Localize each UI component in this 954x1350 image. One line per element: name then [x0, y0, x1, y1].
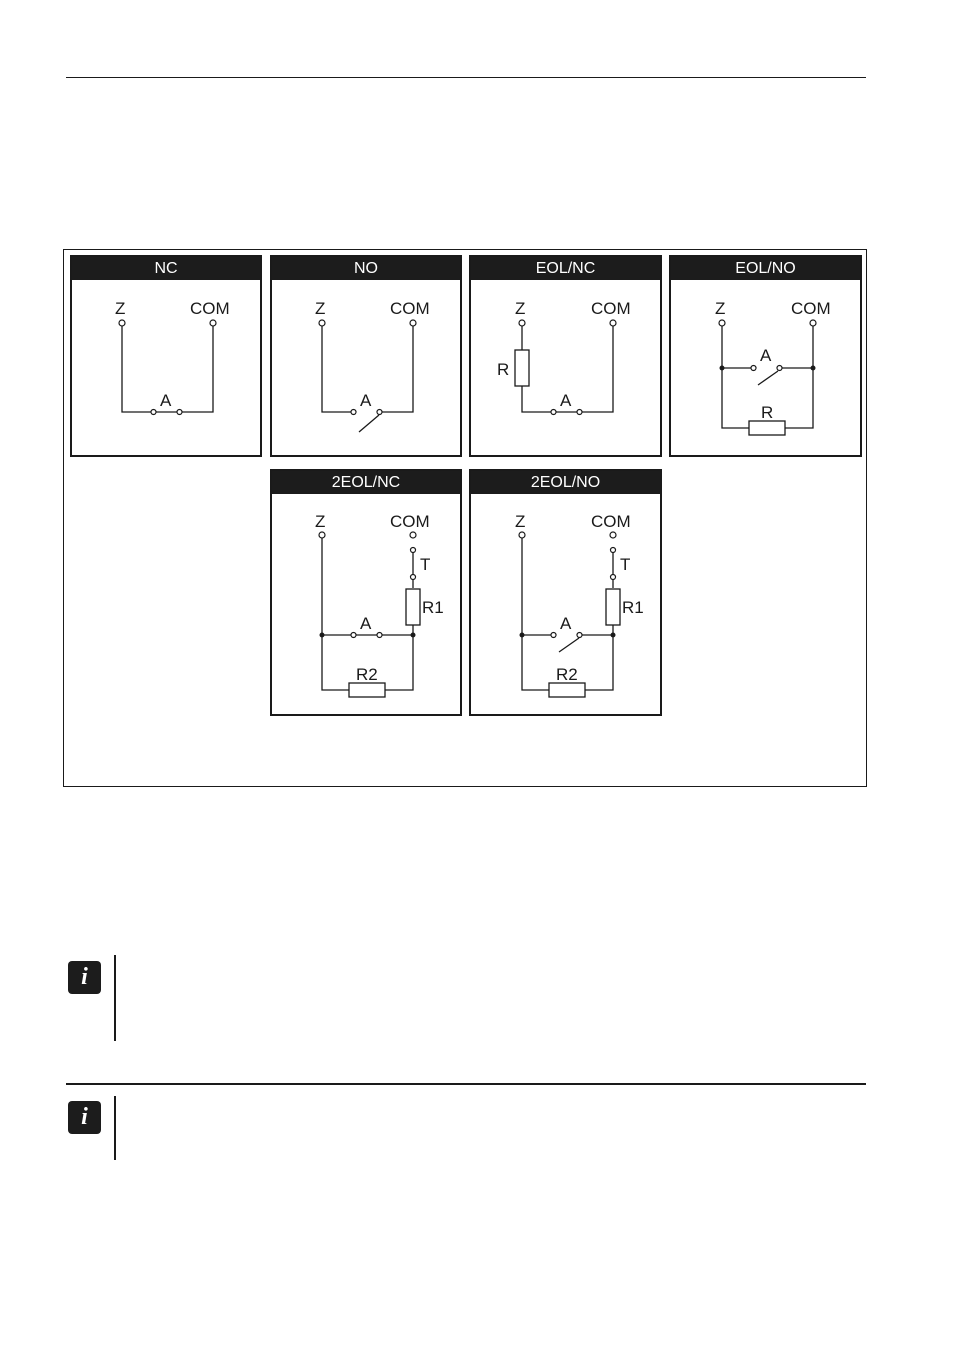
tamper-terminal: [409, 573, 417, 581]
header-rule: [66, 77, 866, 78]
com-label: COM: [791, 299, 831, 318]
com-label: COM: [591, 512, 631, 531]
contact-terminal: [576, 408, 583, 416]
terminal-z: [518, 319, 526, 327]
2eol-nc-circuit: Z COM T R1 A R2: [315, 512, 444, 698]
terminal-com: [409, 531, 417, 539]
2eol-no-circuit: Z COM T R1 A R2: [515, 512, 644, 698]
contact-terminal: [150, 408, 157, 416]
resistor-r: [514, 349, 530, 387]
com-label: COM: [190, 299, 230, 318]
contact-label: A: [560, 614, 572, 633]
contact-terminal: [776, 364, 783, 372]
tamper-label: T: [620, 555, 630, 574]
terminal-z: [718, 319, 726, 327]
junction-node: [410, 632, 416, 638]
terminal-z: [118, 319, 126, 327]
wire: [121, 326, 214, 413]
panel-eol-no: EOL/NO Z COM A R: [669, 255, 862, 457]
no-circuit: Z COM A: [315, 299, 430, 433]
junction-node: [610, 632, 616, 638]
z-label: Z: [515, 299, 525, 318]
tamper-terminal: [609, 546, 617, 554]
contact-terminal: [550, 631, 557, 639]
panel-no: NO Z COM A: [270, 255, 462, 457]
tamper-terminal: [609, 573, 617, 581]
panel-title: 2EOL/NC: [272, 471, 460, 494]
panel-title: NO: [272, 257, 460, 280]
z-label: Z: [115, 299, 125, 318]
wire: [521, 538, 614, 691]
terminal-z: [318, 531, 326, 539]
resistor-label: R1: [622, 598, 644, 617]
junction-node: [719, 365, 725, 371]
resistor-label: R: [761, 403, 773, 422]
panel-eol-nc: EOL/NC Z COM R A: [469, 255, 662, 457]
terminal-com: [209, 319, 217, 327]
resistor-label: R1: [422, 598, 444, 617]
tamper-terminal: [409, 546, 417, 554]
z-label: Z: [715, 299, 725, 318]
z-label: Z: [315, 512, 325, 531]
resistor-label: R2: [556, 665, 578, 684]
contact-terminal: [550, 408, 557, 416]
panel-nc: NC Z COM A: [70, 255, 262, 457]
panel-2eol-no: 2EOL/NO Z COM T R1 A R2: [469, 469, 662, 716]
panel-title: 2EOL/NO: [471, 471, 660, 494]
panel-2eol-nc: 2EOL/NC Z COM T R1 A R2: [270, 469, 462, 716]
contact-terminal: [376, 408, 383, 416]
wire: [321, 538, 414, 691]
terminal-com: [809, 319, 817, 327]
resistor-label: R2: [356, 665, 378, 684]
wire: [721, 326, 814, 429]
z-label: Z: [315, 299, 325, 318]
wire: [321, 326, 414, 433]
panel-title: NC: [72, 257, 260, 280]
com-label: COM: [591, 299, 631, 318]
tamper-label: T: [420, 555, 430, 574]
panel-title: EOL/NO: [671, 257, 860, 280]
contact-label: A: [360, 391, 372, 410]
com-label: COM: [390, 299, 430, 318]
contact-label: A: [360, 614, 372, 633]
terminal-com: [609, 319, 617, 327]
eol-nc-circuit: Z COM R A: [497, 299, 631, 416]
resistor-label: R: [497, 360, 509, 379]
eol-no-circuit: Z COM A R: [715, 299, 831, 436]
z-label: Z: [515, 512, 525, 531]
note-separator-rule: [66, 1083, 866, 1085]
junction-node: [519, 632, 525, 638]
contact-terminal: [576, 631, 583, 639]
terminal-z: [518, 531, 526, 539]
contact-terminal: [176, 408, 183, 416]
note-bar: [114, 955, 116, 1041]
resistor-r1: [605, 588, 621, 626]
junction-node: [810, 365, 816, 371]
wire: [521, 326, 614, 413]
resistor-r: [748, 420, 786, 436]
panel-title: EOL/NC: [471, 257, 660, 280]
info-icon: i: [68, 961, 101, 994]
contact-terminal: [350, 631, 357, 639]
nc-circuit: Z COM A: [115, 299, 230, 416]
com-label: COM: [390, 512, 430, 531]
contact-terminal: [750, 364, 757, 372]
terminal-com: [409, 319, 417, 327]
resistor-r2: [348, 682, 386, 698]
terminal-com: [609, 531, 617, 539]
terminal-z: [318, 319, 326, 327]
info-icon: i: [68, 1101, 101, 1134]
resistor-r2: [548, 682, 586, 698]
contact-terminal: [350, 408, 357, 416]
resistor-r1: [405, 588, 421, 626]
contact-label: A: [760, 346, 772, 365]
note-bar: [114, 1096, 116, 1160]
wiring-figure: [63, 249, 867, 787]
contact-terminal: [376, 631, 383, 639]
contact-label: A: [560, 391, 572, 410]
contact-label: A: [160, 391, 172, 410]
junction-node: [319, 632, 325, 638]
